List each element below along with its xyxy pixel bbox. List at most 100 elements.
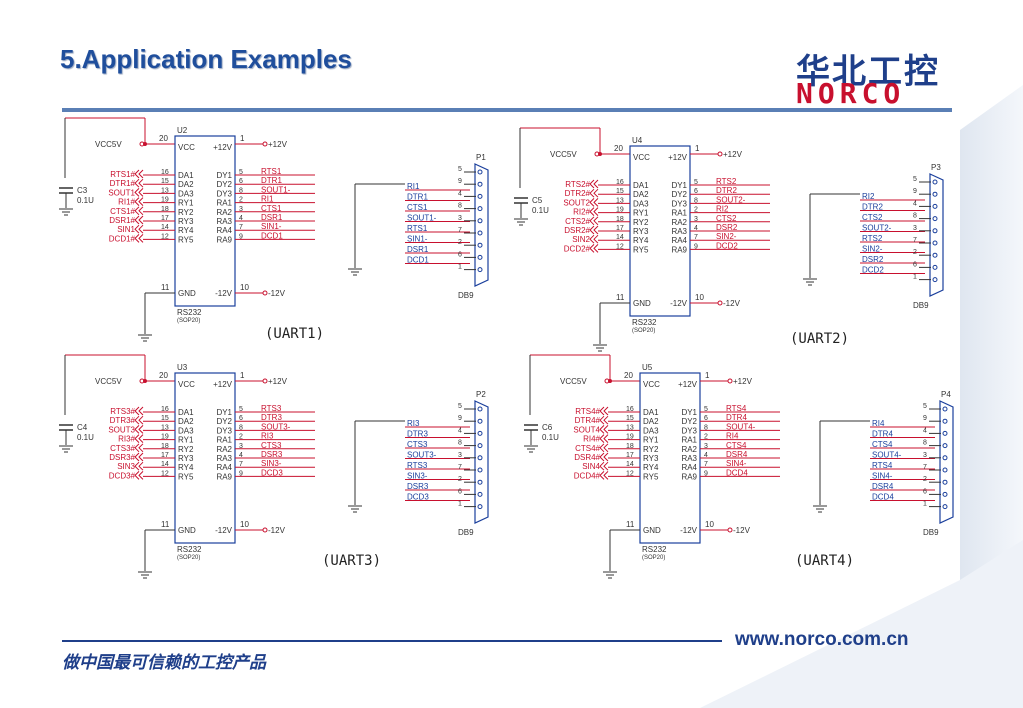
chip-right-pin: DY1 [216, 408, 232, 417]
connector-net-label: RTS2 [862, 234, 883, 243]
capacitor-value: 0.1U [77, 433, 94, 442]
right-net-label: CTS3 [261, 441, 282, 450]
connector-net-label: DCD1 [407, 256, 429, 265]
chip-left-pin: DA1 [633, 181, 649, 190]
left-pin-number: 19 [626, 434, 634, 441]
db9-pin-number: 9 [458, 178, 462, 185]
left-pin-number: 12 [616, 243, 624, 250]
right-pin-number: 7 [239, 461, 243, 468]
db9-pin-circle [932, 216, 938, 222]
left-net-label: DSR1# [109, 216, 135, 225]
connector-net-label: CTS2 [862, 213, 883, 222]
left-pin-number: 15 [626, 415, 634, 422]
connector-ref: P1 [476, 153, 486, 162]
net-port-chevron-a [599, 452, 605, 462]
chip-left-pin: RY5 [178, 472, 194, 481]
right-net-label: SOUT2- [716, 195, 746, 204]
db9-pin-circle [942, 443, 948, 449]
left-net-label: SIN3 [117, 462, 135, 471]
net-port-chevron-b [138, 197, 144, 206]
net-port-chevron-b [593, 188, 599, 198]
chip-vcc-pin: VCC [633, 153, 650, 162]
chip-left-pin: RY1 [178, 436, 194, 445]
connector-net-label: DSR4 [872, 482, 894, 491]
chip-left-pin: DA1 [178, 171, 194, 180]
capacitor-value: 0.1U [542, 433, 559, 442]
p12-label: +12V [733, 377, 753, 386]
chip-left-pin: DA2 [178, 180, 194, 189]
right-net-label: CTS4 [726, 441, 747, 450]
right-pin-number: 2 [239, 197, 243, 204]
chip-left-pin: RY4 [178, 226, 194, 235]
left-net-label: DCD2# [564, 244, 591, 253]
net-port-chevron-b [603, 434, 609, 443]
chip-left-pin: RY2 [178, 208, 194, 217]
chip-right-pin: RA4 [671, 236, 687, 245]
connector-net-label: DSR2 [862, 255, 884, 264]
net-port-chevron-b [138, 425, 144, 434]
left-pin-number: 13 [161, 187, 169, 194]
db9-pin-circle [932, 240, 938, 246]
connector-net-label: DTR3 [407, 430, 428, 439]
chip-right-pin: RA2 [216, 208, 232, 217]
right-net-label: SOUT4- [726, 422, 756, 431]
p12-terminal [262, 141, 268, 147]
left-pin-number: 19 [616, 207, 624, 214]
left-net-label: DSR2# [564, 226, 590, 235]
connector-net-label: RI1 [407, 182, 420, 191]
title-divider [62, 108, 952, 112]
db9-pin-number: 3 [923, 452, 927, 459]
left-pin-number: 16 [161, 169, 169, 176]
footer-url-link[interactable]: www.norco.com.cn [735, 629, 909, 650]
left-pin-number: 19 [161, 434, 169, 441]
connector-ref: P2 [476, 390, 486, 399]
left-net-label: DTR2# [565, 189, 591, 198]
m12-pin-number: 10 [705, 520, 714, 529]
left-net-label: RI4# [583, 435, 600, 444]
left-net-label: DSR4# [574, 453, 600, 462]
net-port-chevron-b [138, 406, 144, 416]
db9-pin-circle [477, 491, 483, 497]
chip-left-pin: DA2 [178, 417, 194, 426]
chip-right-pin: RA4 [681, 463, 697, 472]
connector-net-label: RI3 [407, 419, 420, 428]
connector-net-label: RI2 [862, 192, 875, 201]
left-net-label: RI3# [118, 435, 135, 444]
chip-right-pin: RA1 [216, 199, 232, 208]
right-pin-number: 4 [704, 452, 708, 459]
net-port-chevron-b [138, 178, 144, 188]
net-port-chevron-a [589, 234, 595, 244]
net-port-chevron-b [138, 224, 144, 234]
right-net-label: SIN2- [716, 232, 737, 241]
left-pin-number: 16 [616, 179, 624, 186]
db9-pin-number: 4 [923, 427, 927, 434]
db9-pin-number: 8 [923, 440, 927, 447]
net-port-chevron-b [138, 188, 144, 197]
net-port-chevron-a [599, 406, 605, 416]
right-pin-number: 3 [239, 443, 243, 450]
right-net-label: DCD3 [261, 468, 283, 477]
left-net-label: DTR3# [110, 416, 136, 425]
left-pin-number: 13 [161, 424, 169, 431]
right-pin-number: 8 [704, 424, 708, 431]
left-net-label: SOUT4 [573, 425, 600, 434]
net-port-chevron-b [603, 461, 609, 471]
left-net-label: RTS2# [565, 180, 590, 189]
db9-pin-circle [932, 228, 938, 234]
db9-pin-number: 4 [458, 427, 462, 434]
left-net-label: SOUT3 [108, 425, 135, 434]
db9-pin-number: 3 [458, 452, 462, 459]
uart-label: (UART2) [790, 331, 849, 347]
left-net-label: SIN1 [117, 225, 135, 234]
chip-left-pin: DA3 [178, 426, 194, 435]
right-net-label: DTR2 [716, 186, 737, 195]
chip-part-number: RS232 [177, 545, 202, 554]
db9-pin-number: 9 [913, 188, 917, 195]
net-port-chevron-a [589, 225, 595, 235]
right-pin-number: 5 [694, 179, 698, 186]
db9-pin-circle [477, 418, 483, 424]
p12-label: +12V [268, 140, 288, 149]
chip-right-pin: DY2 [216, 180, 232, 189]
chip-package: (SOP20) [642, 555, 665, 561]
left-pin-number: 19 [161, 197, 169, 204]
